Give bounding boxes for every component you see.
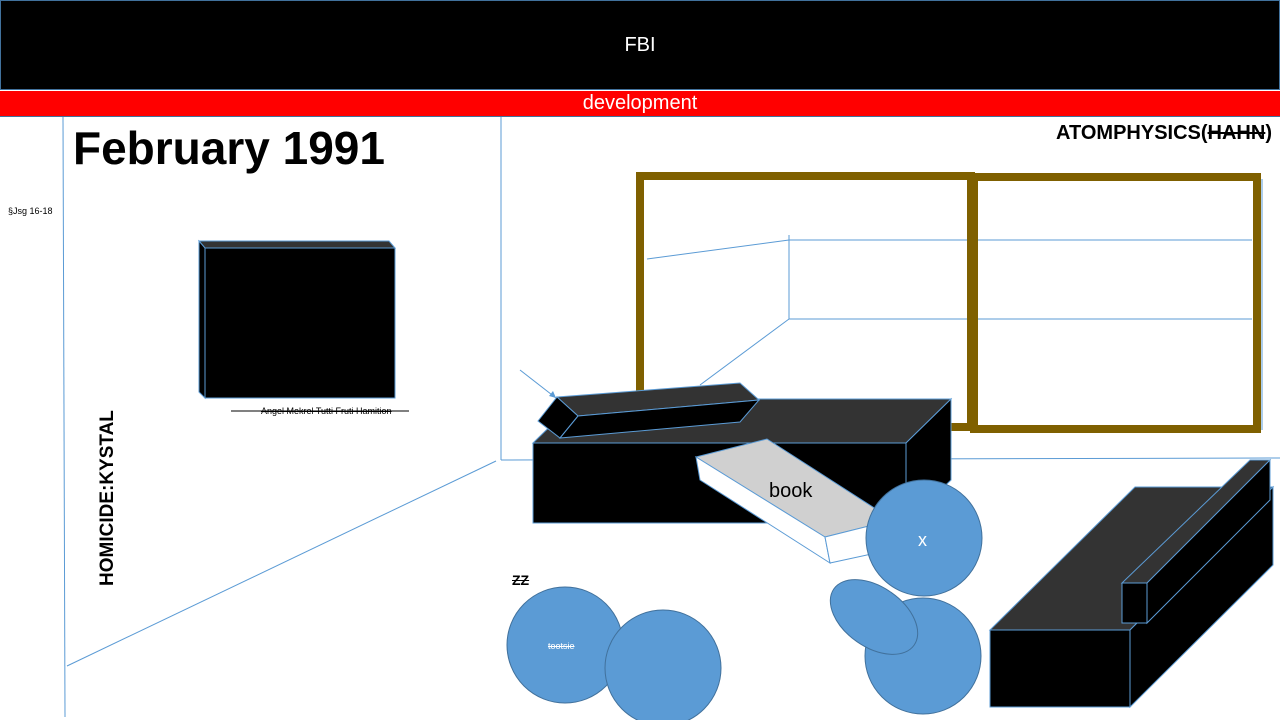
- couch: [988, 458, 1275, 709]
- page-title: February 1991: [73, 122, 385, 174]
- header-title: FBI: [624, 34, 656, 56]
- reference-label: §Jsg 16-18: [8, 206, 53, 216]
- tv-brand-label: sony: [347, 366, 367, 376]
- atom-struck: HAHN: [1207, 122, 1266, 144]
- shelf-top-line: [646, 239, 790, 260]
- circle-x: [865, 479, 983, 597]
- subheader-title: development: [582, 92, 698, 114]
- atom-prefix: ATOMPHYSICS(: [1056, 122, 1208, 144]
- header-bar: [0, 0, 1280, 90]
- left-wall-line: [62, 116, 66, 718]
- atomphysics-label: ATOMPHYSICS(HAHN): [1056, 122, 1272, 145]
- tv-caption: Angel Mekrel Tutti Fruti Hamition: [261, 406, 392, 416]
- circle-x-label: x: [918, 530, 927, 550]
- book-label: book: [769, 480, 813, 502]
- tv-box: [197, 239, 397, 400]
- subheader-bar: [0, 91, 1280, 117]
- tootsie-label: tootsie: [548, 641, 575, 651]
- room-lines: [62, 116, 1280, 718]
- slanted-bar: [537, 382, 761, 439]
- atom-suffix: ): [1265, 122, 1272, 144]
- homicide-label: HOMICIDE:KYSTAL: [97, 410, 118, 586]
- window-frame-right: [970, 173, 1261, 433]
- shelf-diagonal-line: [699, 318, 790, 386]
- circle-right: [604, 609, 722, 720]
- arrow-line: [519, 369, 557, 399]
- zz-label: ZZ: [512, 572, 530, 588]
- floor-left-line: [66, 460, 497, 667]
- ellipse-small: [829, 579, 919, 655]
- circles: [506, 479, 983, 720]
